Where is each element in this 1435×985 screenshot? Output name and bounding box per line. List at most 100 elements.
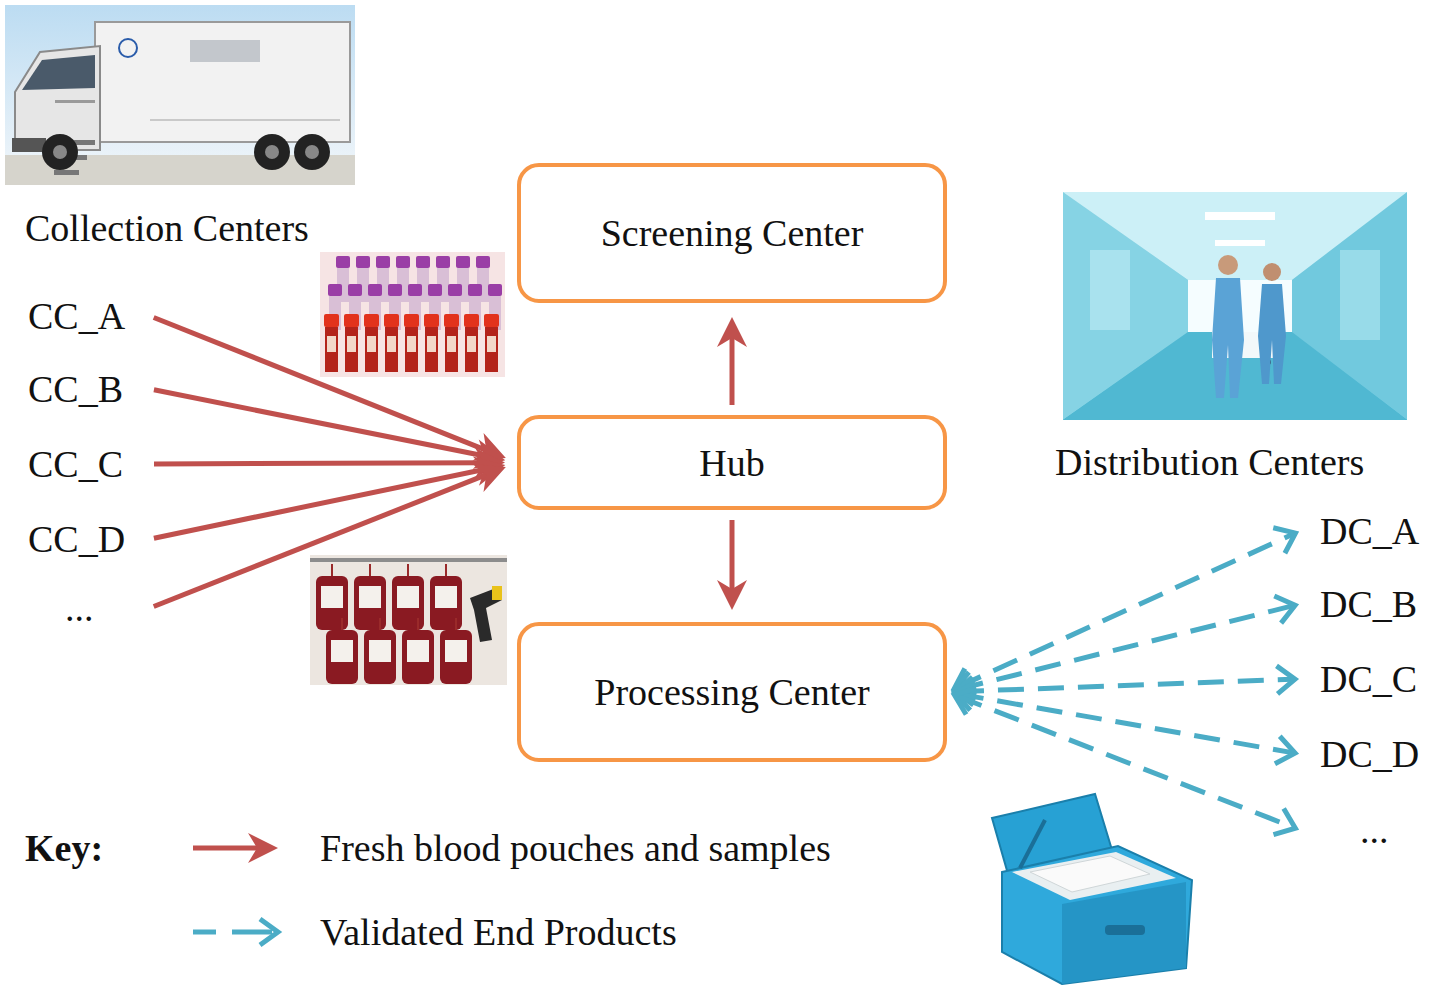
arrow-head: [954, 688, 976, 714]
node-text: Screening Center: [601, 210, 864, 256]
flow-arrow: [955, 596, 1295, 699]
center-name: CC_C: [20, 440, 150, 488]
sample-tubes-photo-part: [484, 314, 499, 372]
hospital-photo-part: [1212, 278, 1244, 398]
arrow-head: [1275, 736, 1295, 764]
center-name: DC_A: [1300, 507, 1430, 555]
sample-tubes-photo-part: [384, 314, 399, 372]
truck-photo-part: [12, 138, 46, 152]
process-box: Screening Center: [517, 163, 947, 303]
node-text: CC_D: [28, 516, 125, 562]
legend-text: Validated End Products: [320, 909, 677, 955]
blood-bags-photo: [310, 555, 507, 685]
center-name: CC_A: [20, 292, 150, 340]
truck-photo-part: [5, 5, 355, 185]
sample-tubes-photo-part: [444, 314, 459, 372]
legend-text: Fresh blood pouches and samples: [320, 825, 831, 871]
truck-photo-part: [54, 170, 79, 175]
blood-bags-photo-part: [492, 586, 502, 600]
center-name: DC_D: [1300, 730, 1430, 778]
truck-photo-part: [150, 119, 340, 121]
flow-arrow: [717, 317, 747, 405]
node-text: CC_C: [28, 441, 123, 487]
sample-tubes-photo-part: [424, 314, 439, 372]
flow-line: [730, 337, 735, 406]
blood-bags-photo-part: [354, 564, 386, 630]
process-box: Hub: [517, 415, 947, 510]
flow-line: [958, 606, 1293, 689]
arrow-head: [1273, 528, 1295, 553]
truck-photo: [5, 5, 355, 185]
flow-line: [730, 520, 735, 591]
center-name: CC_B: [20, 365, 150, 413]
flow-line: [154, 474, 488, 606]
flow-line: [958, 679, 1292, 691]
node-text: DC_B: [1320, 581, 1417, 627]
arrow-head: [472, 464, 505, 492]
legend-samples-part: [260, 919, 278, 945]
flow-line: [957, 534, 1293, 687]
truck-photo-part: [265, 145, 279, 159]
center-name: CC_D: [20, 515, 150, 563]
blood-bags-photo-part: [402, 618, 434, 684]
center-name: DC_B: [1300, 580, 1430, 628]
flow-arrow: [955, 683, 1295, 764]
arrow-head: [717, 317, 747, 347]
sample-tubes-photo-part: [324, 314, 339, 372]
flow-line: [154, 463, 486, 464]
truck-photo-part: [294, 134, 330, 170]
blood-bags-photo-part: [392, 564, 424, 630]
node-text: ...: [1360, 807, 1389, 853]
node-text: CC_A: [28, 293, 125, 339]
sample-tubes-photo-part: [344, 314, 359, 372]
truck-photo-part: [305, 145, 319, 159]
flow-line: [957, 696, 1292, 827]
flow-line: [958, 694, 1292, 753]
arrow-head: [1273, 809, 1295, 835]
hospital-photo-part: [1063, 192, 1407, 420]
flow-line: [154, 469, 486, 538]
hospital-photo-part: [1218, 255, 1238, 275]
legend-samples-part: [193, 930, 216, 935]
truck-photo-part: [254, 134, 290, 170]
flow-arrow: [154, 448, 505, 478]
cooler-photo: [992, 794, 1192, 984]
arrow-head: [1274, 596, 1295, 623]
cooler-photo-part: [1105, 925, 1145, 935]
flow-arrow: [717, 520, 747, 610]
cooler-photo-part: [1020, 820, 1045, 868]
sample-tubes-photo-part: [364, 314, 379, 372]
flow-arrow: [154, 464, 506, 606]
flow-line: [154, 390, 486, 457]
node-text: Hub: [699, 440, 764, 486]
hospital-photo-part: [1215, 240, 1265, 246]
sample-tubes-photo-part: [320, 252, 505, 377]
process-box: Processing Center: [517, 622, 947, 762]
truck-photo-part: [22, 55, 95, 90]
flow-arrow: [954, 528, 1295, 694]
node-text: CC_B: [28, 366, 123, 412]
group-heading: Collection Centers: [25, 205, 309, 251]
center-name: ...: [20, 584, 150, 632]
arrow-head: [1277, 666, 1296, 694]
blood-bags-photo-part: [430, 564, 462, 630]
flow-arrow: [955, 666, 1295, 705]
cooler-photo-part: [1002, 846, 1192, 984]
center-name: DC_C: [1300, 655, 1430, 703]
blood-bags-photo-part: [310, 555, 507, 685]
hospital-photo-part: [1263, 263, 1281, 281]
node-text: DC_C: [1320, 656, 1417, 702]
node-text: DC_A: [1320, 508, 1419, 554]
legend-samples-part: [193, 846, 258, 851]
cooler-photo-part: [1030, 856, 1150, 892]
blood-bags-photo-part: [440, 618, 472, 684]
hospital-photo: [1063, 192, 1407, 420]
sample-tubes-photo-part: [404, 314, 419, 372]
node-text: Processing Center: [594, 669, 869, 715]
legend-key-title: Key:: [25, 825, 103, 871]
blood-bags-photo-part: [364, 618, 396, 684]
sample-tubes-photo-part: [464, 314, 479, 372]
flow-arrow: [954, 688, 1295, 834]
hospital-photo-part: [1205, 212, 1275, 220]
hospital-photo-part: [1340, 250, 1380, 340]
